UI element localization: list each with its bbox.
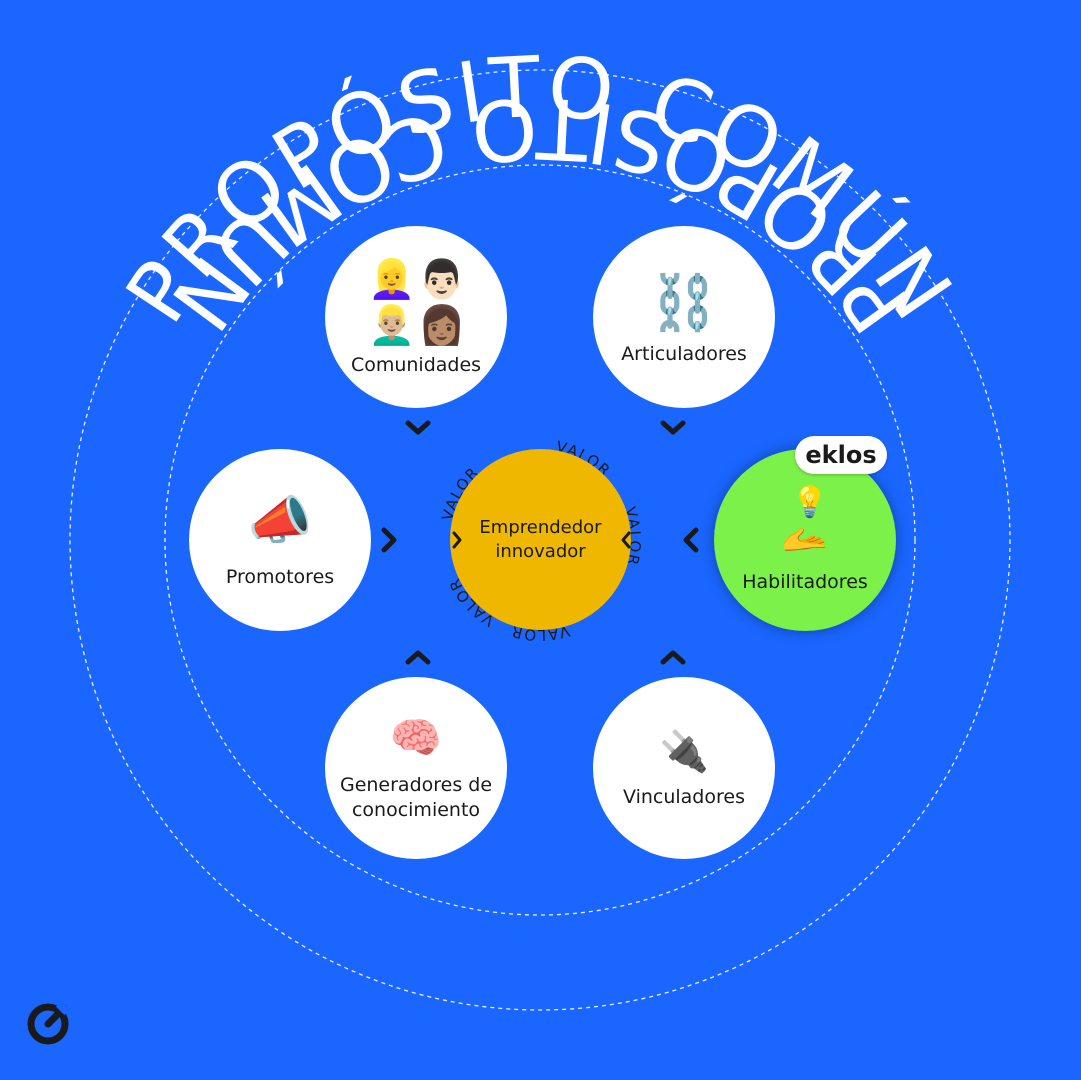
plug-icon: 🔌 bbox=[659, 728, 709, 774]
open-hand-icon: 🫴 bbox=[781, 518, 829, 561]
node-label-line1: Generadores de bbox=[339, 774, 493, 796]
node-label: Promotores bbox=[225, 565, 335, 588]
woman-icon: 👱‍♀️ bbox=[368, 258, 416, 301]
node-comunidades: 👱‍♀️ 👨🏻 👱🏼‍♂️ 👩🏽 Comunidades bbox=[325, 226, 507, 408]
brain-icon: 🧠 bbox=[389, 716, 443, 762]
woman-icon: 👩🏽 bbox=[418, 304, 466, 347]
inner-dashed-ring bbox=[164, 164, 916, 916]
man-icon: 👨🏻 bbox=[418, 258, 466, 301]
node-generadores: 🧠 Generadores de conocimiento bbox=[325, 677, 507, 859]
brand-logo-icon bbox=[27, 1000, 71, 1045]
node-label: Habilitadores bbox=[742, 570, 868, 593]
people-icon: 👱‍♀️ 👨🏻 👱🏼‍♂️ 👩🏽 bbox=[368, 257, 466, 349]
person-icon: 👱🏼‍♂️ bbox=[368, 304, 416, 347]
outer-dashed-ring bbox=[69, 69, 1011, 1011]
chevron-up-icon bbox=[660, 650, 686, 665]
eklos-badge: eklos bbox=[795, 436, 887, 474]
lightbulb-icon: 💡 bbox=[791, 485, 829, 519]
center-label-line2: innovador bbox=[495, 540, 586, 562]
node-label: Vinculadores bbox=[623, 785, 745, 808]
node-vinculadores: 🔌 Vinculadores bbox=[593, 677, 775, 859]
chain-icon: ⛓️ bbox=[650, 272, 718, 333]
node-habilitadores: 💡 🫴 Habilitadores bbox=[714, 449, 896, 631]
node-label: Articuladores bbox=[621, 342, 747, 365]
megaphone-icon: 📣 bbox=[247, 492, 313, 550]
center-node-emprendedor: Emprendedor innovador bbox=[450, 449, 631, 630]
chevron-left-icon bbox=[683, 527, 699, 553]
node-label-line2: conocimiento bbox=[351, 799, 481, 821]
node-articuladores: ⛓️ Articuladores bbox=[593, 226, 775, 408]
chevron-down-icon bbox=[660, 420, 686, 435]
chevron-right-icon bbox=[381, 527, 397, 553]
center-label-line1: Emprendedor bbox=[479, 516, 602, 538]
chevron-up-icon bbox=[405, 650, 431, 665]
node-promotores: 📣 Promotores bbox=[189, 449, 371, 631]
node-label: Comunidades bbox=[350, 353, 482, 376]
chevron-down-icon bbox=[405, 420, 431, 435]
